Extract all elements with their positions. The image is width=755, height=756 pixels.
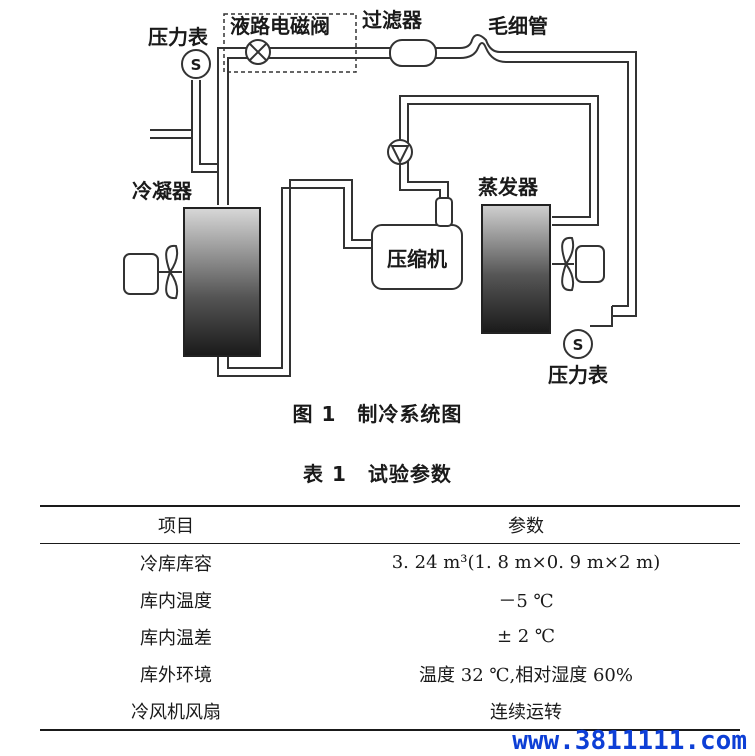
- label-gauge-top: 压力表: [148, 25, 209, 49]
- table-row: 库内温差 ± 2 ℃: [40, 618, 740, 655]
- label-capillary: 毛细管: [488, 14, 548, 38]
- evaporator-fan-icon: [552, 236, 605, 292]
- label-filter: 过滤器: [362, 8, 423, 32]
- parameters-table: 项目 参数 冷库库容 3. 24 m³(1. 8 m×0. 9 m×2 m) 库…: [40, 505, 740, 731]
- evaporator-block: [481, 204, 551, 334]
- svg-text:S: S: [191, 56, 202, 74]
- cell-item: 冷库库容: [140, 553, 212, 575]
- table-header-row: 项目 参数: [40, 505, 740, 544]
- watermark: www.3811111.com: [512, 726, 747, 756]
- header-item: 项目: [40, 505, 312, 544]
- compressor-box: [371, 224, 463, 290]
- table-row: 冷库库容 3. 24 m³(1. 8 m×0. 9 m×2 m): [40, 544, 740, 582]
- filter-icon: [389, 39, 437, 67]
- cell-value: 连续运转: [312, 692, 740, 731]
- pipes: [150, 34, 637, 377]
- table-row: 库外环境 温度 32 ℃,相对湿度 60%: [40, 655, 740, 692]
- label-gauge-bottom: 压力表: [548, 363, 609, 387]
- svg-text:S: S: [573, 336, 584, 354]
- cell-value: 3. 24 m³(1. 8 m×0. 9 m×2 m): [391, 552, 661, 573]
- cell-value: ± 2 ℃: [496, 626, 556, 647]
- cell-item: 库外环境: [140, 664, 212, 686]
- label-solenoid-valve: 液路电磁阀: [230, 14, 330, 38]
- label-condenser: 冷凝器: [132, 179, 193, 203]
- cell-value: 温度 32 ℃,相对湿度 60%: [419, 664, 633, 686]
- pump-icon: [387, 139, 413, 165]
- cell-item: 库内温度: [140, 590, 212, 612]
- cell-value: －5 ℃: [498, 590, 554, 612]
- cell-item: 库内温差: [140, 627, 212, 649]
- pressure-gauge-top-icon: S: [181, 49, 211, 79]
- refrigeration-system-diagram: S 压缩机 S 压力表 液路电磁阀 过滤器 毛细管 冷凝器 蒸发器 压力表: [123, 8, 637, 387]
- solenoid-valve-box: [223, 13, 357, 73]
- table-caption: 表 1 试验参数: [303, 462, 452, 486]
- pressure-gauge-bottom-icon: S: [563, 329, 593, 359]
- table-row: 冷风机风扇 连续运转: [40, 692, 740, 731]
- cell-item: 冷风机风扇: [40, 692, 312, 731]
- condenser-fan-icon: [123, 244, 182, 300]
- compressor-outlet: [435, 197, 453, 227]
- figure-caption: 图 1 制冷系统图: [292, 402, 463, 426]
- condenser-block: [183, 207, 261, 357]
- svg-text:压缩机: 压缩机: [387, 247, 447, 271]
- solenoid-valve-icon: [245, 39, 271, 65]
- header-param: 参数: [312, 505, 740, 544]
- table-row: 库内温度 －5 ℃: [40, 581, 740, 618]
- label-evaporator: 蒸发器: [478, 175, 539, 199]
